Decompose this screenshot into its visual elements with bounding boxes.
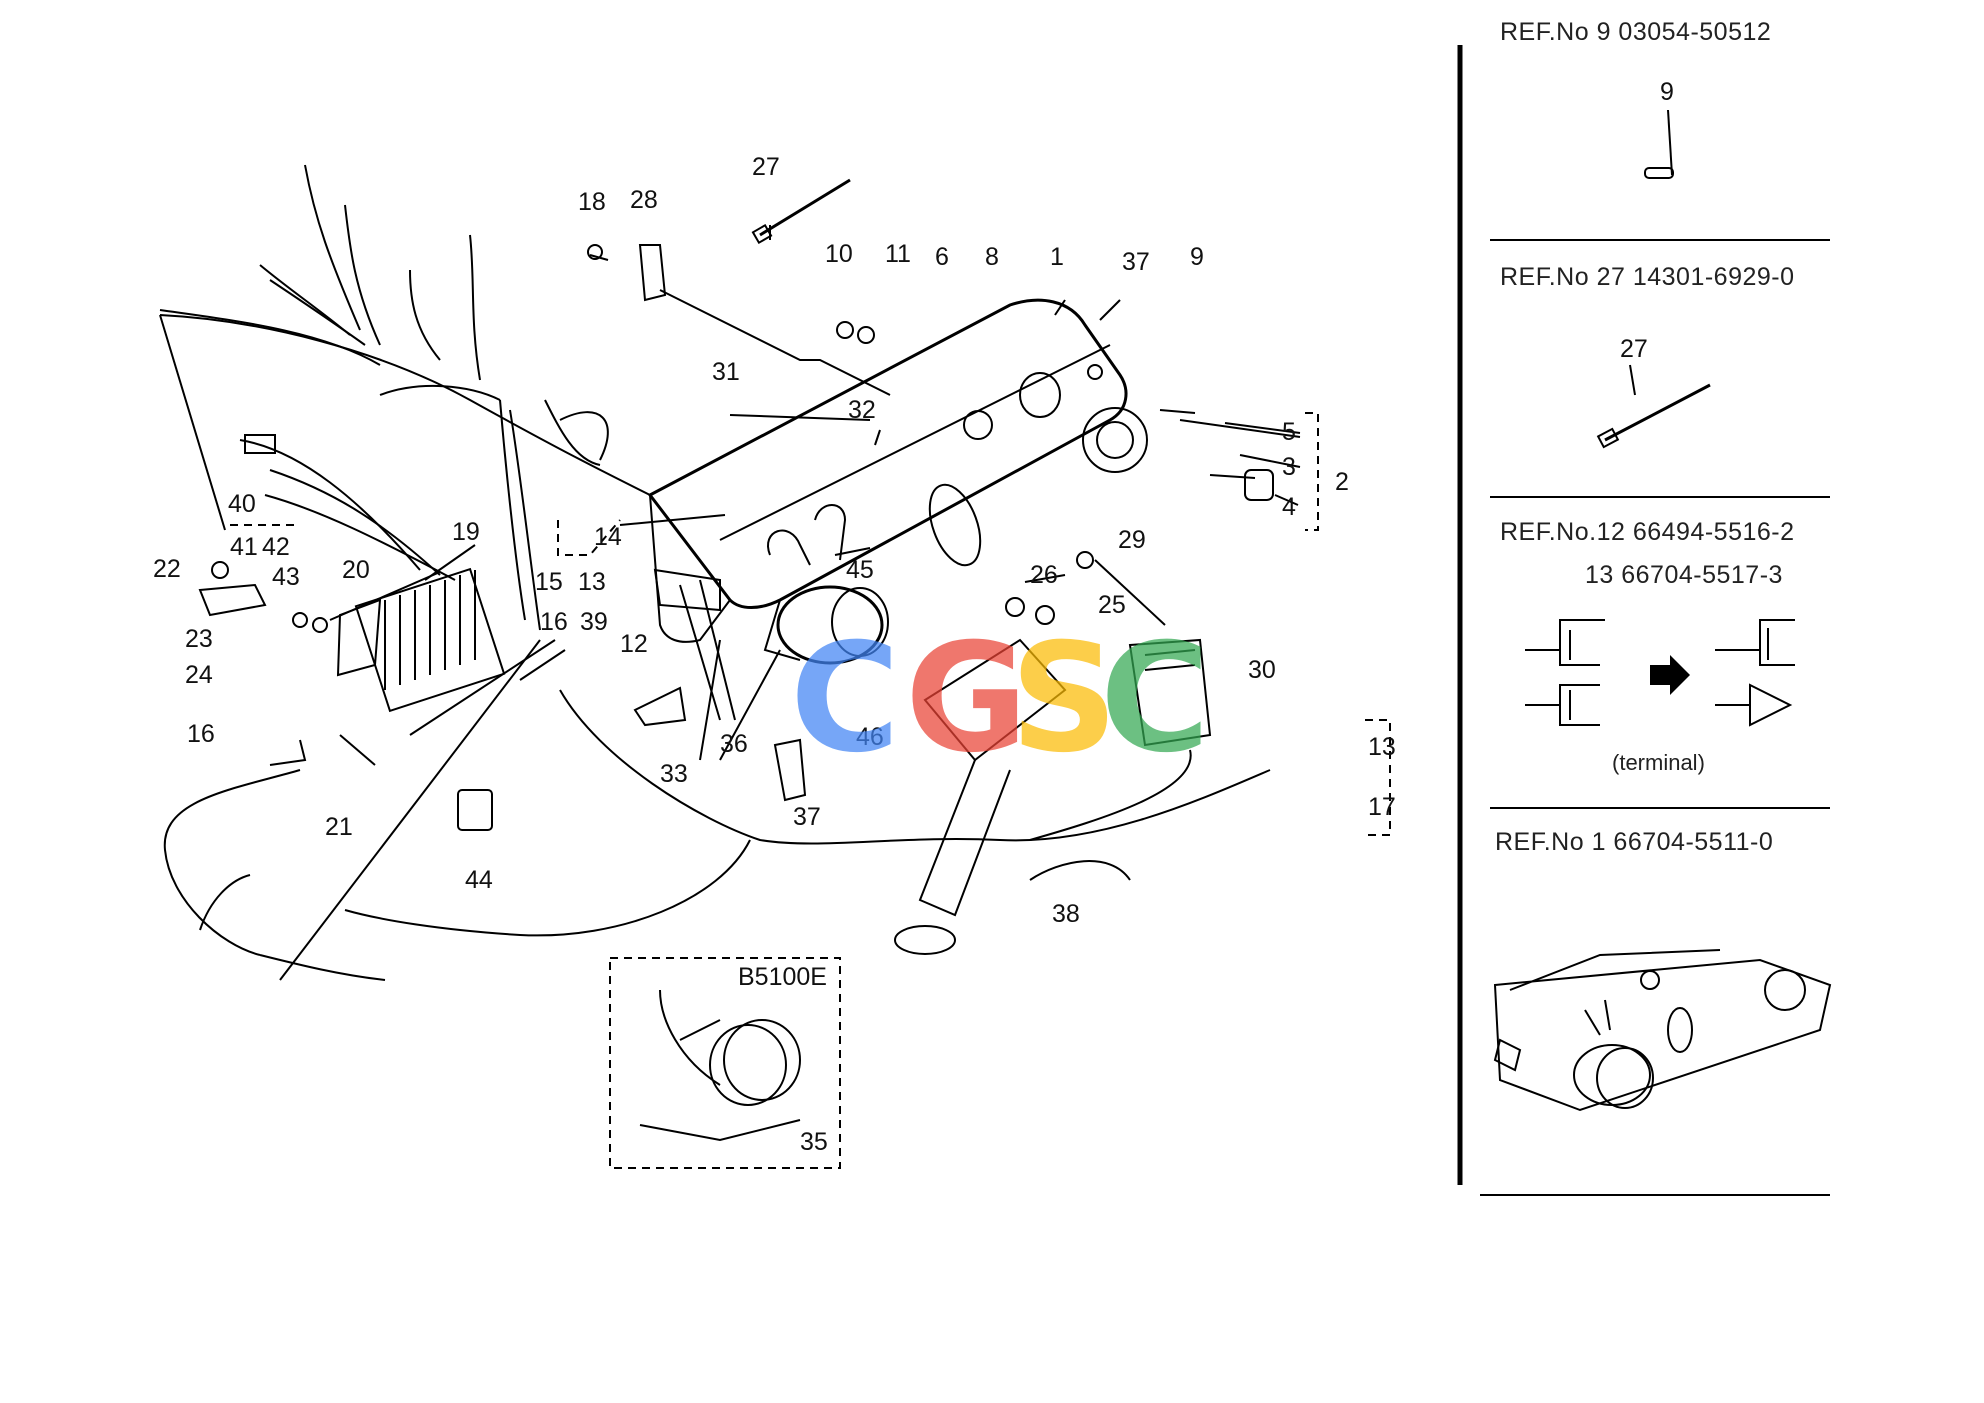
svg-text:6: 6: [935, 243, 949, 271]
svg-text:10: 10: [825, 240, 853, 268]
svg-text:C: C: [1100, 612, 1210, 786]
svg-text:37: 37: [1122, 248, 1150, 276]
svg-text:8: 8: [985, 243, 999, 271]
group-brackets: [230, 412, 1391, 836]
svg-text:12: 12: [620, 630, 648, 658]
svg-text:3: 3: [1282, 453, 1296, 481]
inset-b5100e: [609, 957, 841, 1169]
svg-text:13 66704-5517-3: 13 66704-5517-3: [1585, 561, 1783, 589]
reference-column: REF.No 9 03054-50512 9 REF.No 27 14301-6…: [1457, 18, 1832, 1196]
svg-text:9: 9: [1190, 243, 1204, 271]
svg-text:38: 38: [1052, 900, 1080, 928]
terminal-assembly: [198, 561, 376, 766]
svg-text:2: 2: [1335, 468, 1349, 496]
svg-text:REF.No 9 03054-50512: REF.No 9 03054-50512: [1500, 18, 1771, 46]
svg-text:REF.No 1 66704-5511-0: REF.No 1 66704-5511-0: [1495, 828, 1773, 856]
svg-text:25: 25: [1098, 591, 1126, 619]
svg-text:5: 5: [1282, 418, 1296, 446]
clips: [457, 579, 807, 831]
svg-text:44: 44: [465, 866, 493, 894]
svg-text:36: 36: [720, 730, 748, 758]
small-parts: [587, 178, 1196, 414]
svg-text:B5100E: B5100E: [738, 963, 827, 991]
svg-text:15: 15: [535, 568, 563, 596]
wiring-harness: [159, 164, 1271, 981]
svg-text:45: 45: [846, 556, 874, 584]
svg-text:41: 41: [230, 533, 258, 561]
mounting-bracket: [894, 638, 1212, 955]
svg-text:19: 19: [452, 518, 480, 546]
svg-text:37: 37: [793, 803, 821, 831]
svg-text:14: 14: [594, 523, 622, 551]
svg-text:27: 27: [752, 153, 780, 181]
svg-text:REF.No.12 66494-5516-2: REF.No.12 66494-5516-2: [1500, 518, 1795, 546]
svg-text:22: 22: [153, 555, 181, 583]
instrument-panel: [647, 298, 1148, 665]
svg-text:16: 16: [187, 720, 215, 748]
svg-text:28: 28: [630, 186, 658, 214]
callout-labels: 1 2 3 4 5 6 8 9 10 11 12 13 13 14 15 16 …: [153, 153, 1396, 1156]
svg-text:31: 31: [712, 358, 740, 386]
svg-text:35: 35: [800, 1128, 828, 1156]
svg-text:33: 33: [660, 760, 688, 788]
svg-text:1: 1: [1050, 243, 1064, 271]
svg-text:11: 11: [885, 240, 911, 268]
svg-text:16: 16: [540, 608, 568, 636]
svg-text:32: 32: [848, 396, 876, 424]
svg-text:23: 23: [185, 625, 213, 653]
svg-text:G: G: [905, 612, 1028, 786]
ref1-panel-thumbnail: [1493, 949, 1832, 1112]
svg-text:24: 24: [185, 661, 213, 689]
svg-text:C: C: [790, 612, 900, 786]
svg-text:46: 46: [856, 723, 884, 751]
watermark-cgsc: C G S C: [790, 612, 1210, 786]
svg-text:17: 17: [1368, 793, 1396, 821]
svg-text:27: 27: [1620, 335, 1648, 363]
svg-text:30: 30: [1248, 656, 1276, 684]
svg-text:21: 21: [325, 813, 353, 841]
svg-text:4: 4: [1282, 493, 1296, 521]
svg-text:9: 9: [1660, 78, 1674, 106]
svg-text:40: 40: [228, 490, 256, 518]
svg-text:43: 43: [272, 563, 300, 591]
ignition-key: [1179, 419, 1301, 501]
svg-text:18: 18: [578, 188, 606, 216]
svg-text:42: 42: [262, 533, 290, 561]
svg-text:13: 13: [1368, 733, 1396, 761]
svg-text:26: 26: [1030, 561, 1058, 589]
svg-text:39: 39: [580, 608, 608, 636]
svg-text:20: 20: [342, 556, 370, 584]
svg-text:S: S: [1010, 612, 1118, 786]
regulator-unit: [239, 434, 506, 713]
leader-lines: [159, 225, 1301, 981]
svg-text:REF.No 27 14301-6929-0: REF.No 27 14301-6929-0: [1500, 263, 1795, 291]
svg-text:29: 29: [1118, 526, 1146, 554]
svg-text:(terminal): (terminal): [1612, 750, 1705, 775]
svg-text:13: 13: [578, 568, 606, 596]
